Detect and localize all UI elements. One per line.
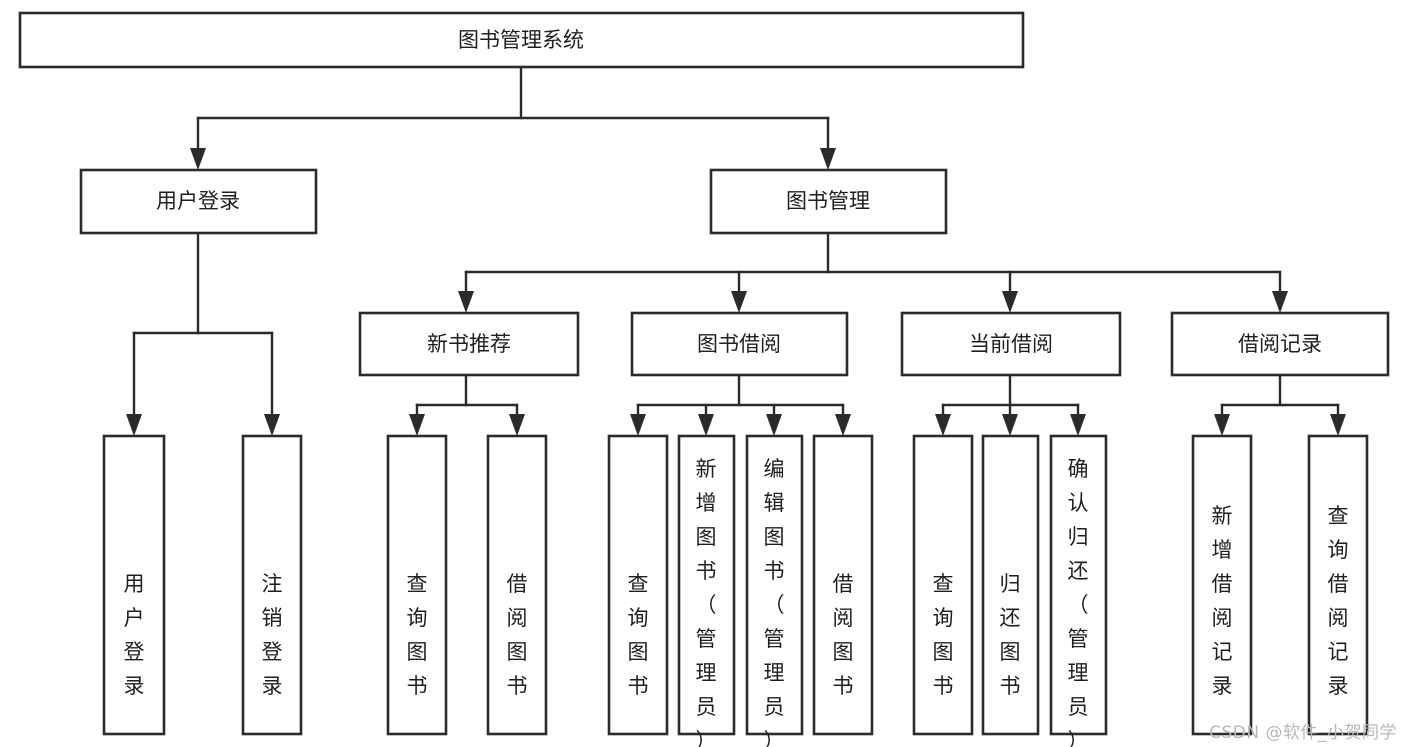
node-book-manage[interactable]: 图书管理 — [709, 168, 948, 235]
node-leaf-borrow-book-2-label: 借阅图书 — [833, 572, 854, 698]
node-leaf-return-book-box[interactable] — [981, 434, 1040, 736]
node-leaf-query-record-box[interactable] — [1307, 434, 1369, 736]
arrow-leaf-user-login — [126, 414, 142, 436]
node-leaf-query-record[interactable]: 查询借阅记录 — [1307, 434, 1369, 736]
node-current-borrow-label: 当前借阅 — [969, 332, 1053, 356]
node-leaf-query-book-3-box[interactable] — [912, 434, 974, 736]
arrow-leaf-return-book — [1002, 414, 1018, 436]
node-leaf-return-book-label: 归还图书 — [1000, 572, 1021, 698]
node-user-login-label: 用户登录 — [156, 189, 240, 213]
node-leaf-query-book-3-label: 查询图书 — [933, 572, 954, 698]
node-new-book-rec[interactable]: 新书推荐 — [358, 311, 580, 377]
node-leaf-borrow-book-2-box[interactable] — [812, 434, 874, 736]
node-leaf-confirm-return-label: 确认归还（管理员） — [1068, 457, 1089, 747]
node-leaf-add-book-box[interactable] — [677, 434, 736, 736]
node-leaf-user-logout-box[interactable] — [241, 434, 303, 736]
node-user-login-box[interactable] — [79, 168, 318, 235]
node-current-borrow-box[interactable] — [900, 311, 1122, 377]
arrow-leaf-user-logout — [264, 414, 280, 436]
node-leaf-query-record-label: 查询借阅记录 — [1328, 504, 1349, 698]
arrow-leaf-query-record — [1330, 414, 1346, 436]
arrow-leaf-borrow-book-2 — [835, 414, 851, 436]
node-new-book-rec-label: 新书推荐 — [427, 332, 511, 356]
node-book-borrow[interactable]: 图书借阅 — [630, 311, 849, 377]
node-leaf-confirm-return[interactable]: 确认归还（管理员） — [1049, 434, 1108, 747]
node-leaf-query-book-1[interactable]: 查询图书 — [386, 434, 448, 736]
node-leaf-user-login[interactable]: 用户登录 — [102, 434, 166, 736]
node-root[interactable]: 图书管理系统 — [18, 11, 1025, 69]
node-book-manage-label: 图书管理 — [786, 189, 870, 213]
node-leaf-edit-book-box[interactable] — [745, 434, 804, 736]
node-user-login[interactable]: 用户登录 — [79, 168, 318, 235]
node-leaf-add-book-label: 新增图书（管理员） — [696, 457, 717, 747]
node-root-box[interactable] — [18, 11, 1025, 69]
arrow-leaf-add-book — [698, 414, 714, 436]
node-borrow-record-box[interactable] — [1170, 311, 1390, 377]
node-leaf-user-logout-label: 注销登录 — [262, 572, 283, 698]
node-leaf-add-record[interactable]: 新增借阅记录 — [1191, 434, 1253, 736]
node-leaf-return-book[interactable]: 归还图书 — [981, 434, 1040, 736]
arrow-leaf-edit-book — [766, 414, 782, 436]
node-leaf-add-book[interactable]: 新增图书（管理员） — [677, 434, 736, 747]
node-leaf-add-record-label: 新增借阅记录 — [1212, 504, 1233, 698]
node-book-manage-box[interactable] — [709, 168, 948, 235]
arrow-leaf-query-book-1 — [409, 414, 425, 436]
node-leaf-user-login-box[interactable] — [102, 434, 166, 736]
arrow-leaf-confirm-return — [1070, 414, 1086, 436]
node-leaf-query-book-1-box[interactable] — [386, 434, 448, 736]
node-borrow-record[interactable]: 借阅记录 — [1170, 311, 1390, 377]
node-leaf-edit-book-label: 编辑图书（管理员） — [764, 457, 785, 747]
node-leaf-edit-book[interactable]: 编辑图书（管理员） — [745, 434, 804, 747]
node-leaf-query-book-2[interactable]: 查询图书 — [607, 434, 669, 736]
arrow-leaf-query-book-3 — [935, 414, 951, 436]
node-book-borrow-label: 图书借阅 — [697, 332, 781, 356]
arrow-leaf-query-book-2 — [630, 414, 646, 436]
node-leaf-borrow-book-1[interactable]: 借阅图书 — [486, 434, 548, 736]
arrow-book-borrow — [731, 291, 747, 313]
node-leaf-borrow-book-1-label: 借阅图书 — [507, 572, 528, 698]
arrow-new-book-rec — [458, 291, 474, 313]
arrow-book-manage — [820, 148, 836, 170]
arrow-current-borrow — [1002, 291, 1018, 313]
arrow-leaf-borrow-book-1 — [509, 414, 525, 436]
node-leaf-borrow-book-2[interactable]: 借阅图书 — [812, 434, 874, 736]
connector-layer — [126, 65, 1346, 436]
node-new-book-rec-box[interactable] — [358, 311, 580, 377]
node-leaf-query-book-1-label: 查询图书 — [407, 572, 428, 698]
node-borrow-record-label: 借阅记录 — [1238, 332, 1322, 356]
node-root-label: 图书管理系统 — [458, 28, 584, 52]
arrow-leaf-add-record — [1214, 414, 1230, 436]
node-leaf-query-book-3[interactable]: 查询图书 — [912, 434, 974, 736]
node-leaf-query-book-2-label: 查询图书 — [628, 572, 649, 698]
node-leaf-query-book-2-box[interactable] — [607, 434, 669, 736]
node-leaf-user-logout[interactable]: 注销登录 — [241, 434, 303, 736]
arrow-user-login — [190, 148, 206, 170]
node-leaf-user-login-label: 用户登录 — [124, 572, 145, 698]
node-leaf-confirm-return-box[interactable] — [1049, 434, 1108, 736]
node-book-borrow-box[interactable] — [630, 311, 849, 377]
node-leaf-add-record-box[interactable] — [1191, 434, 1253, 736]
node-leaf-borrow-book-1-box[interactable] — [486, 434, 548, 736]
arrow-borrow-record — [1272, 291, 1288, 313]
node-current-borrow[interactable]: 当前借阅 — [900, 311, 1122, 377]
